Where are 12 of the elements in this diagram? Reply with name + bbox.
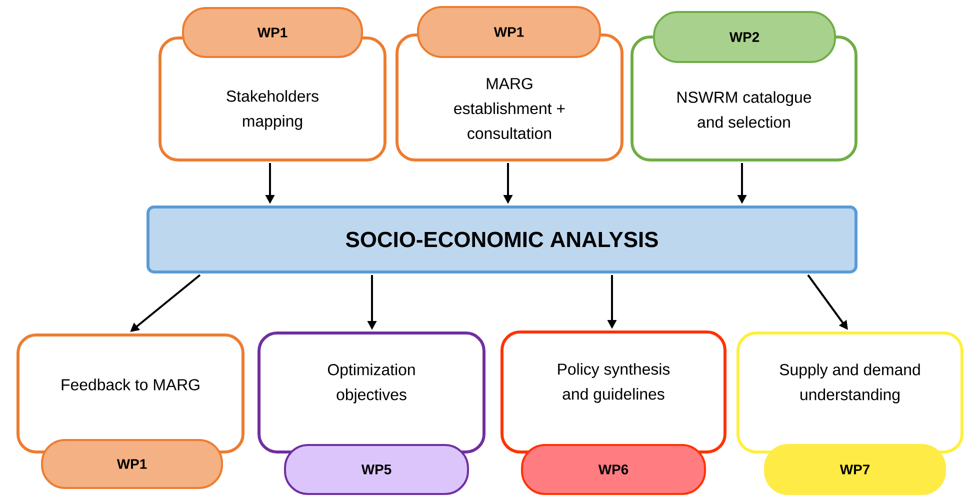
work-package-badge: WP1: [417, 6, 601, 58]
work-package-badge: WP1: [182, 7, 363, 58]
work-package-badge: WP6: [521, 444, 706, 495]
task-box: Feedback to MARG: [16, 334, 244, 454]
work-package-badge: WP2: [653, 11, 836, 63]
work-package-badge: WP7: [764, 444, 946, 495]
work-package-badge: WP5: [284, 444, 469, 495]
work-package-badge: WP1: [41, 439, 223, 489]
task-box: Optimization objectives: [258, 332, 486, 454]
analysis-bar: SOCIO-ECONOMIC ANALYSIS: [146, 206, 858, 274]
task-box: Supply and demand understanding: [736, 332, 964, 454]
task-box: Policy synthesis and guidelines: [500, 330, 726, 454]
